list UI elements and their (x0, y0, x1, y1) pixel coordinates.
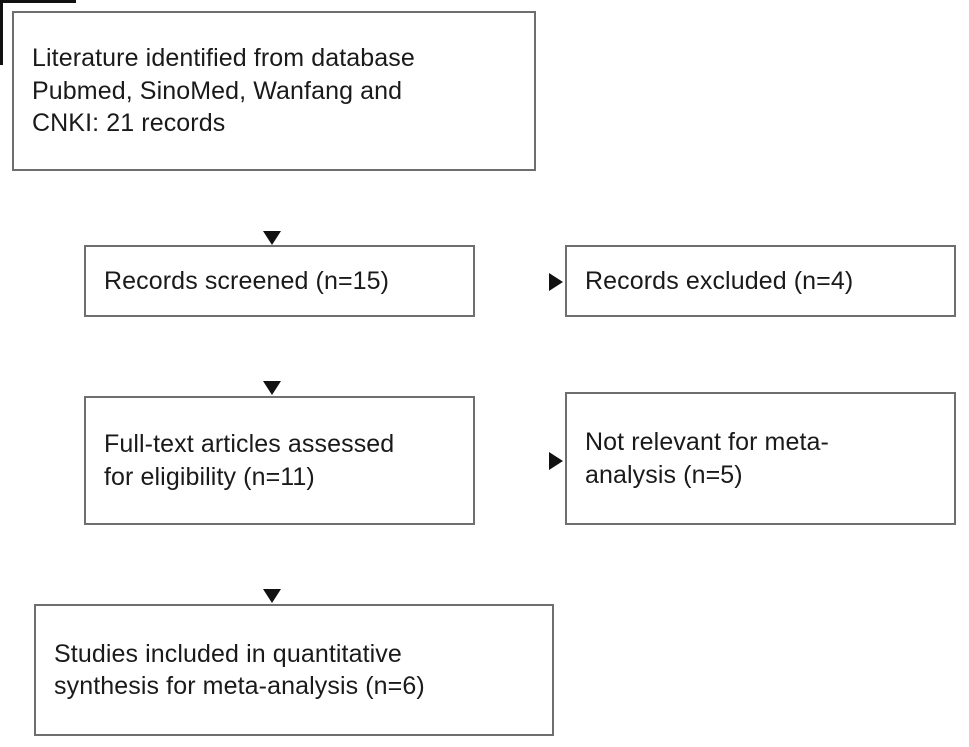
node-records-screened-label: Records screened (n=15) (104, 266, 390, 295)
edge-fulltext-to-not-relevant (0, 0, 563, 470)
node-studies-included: Studies included in quantitative synthes… (34, 604, 554, 736)
edge-line (0, 0, 76, 3)
node-records-screened: Records screened (n=15) (84, 245, 475, 317)
arrow-down-icon (263, 589, 281, 603)
node-identification-label: Literature identified from database Pubm… (32, 44, 415, 138)
node-not-relevant-label: Not relevant for meta- analysis (n=5) (585, 428, 829, 489)
arrow-right-icon (549, 273, 563, 291)
node-identification: Literature identified from database Pubm… (12, 11, 536, 171)
node-records-excluded: Records excluded (n=4) (565, 245, 956, 317)
arrow-down-icon (263, 381, 281, 395)
node-records-excluded-label: Records excluded (n=4) (585, 266, 854, 295)
arrow-right-icon (549, 452, 563, 470)
edge-fulltext-to-included (0, 0, 281, 603)
node-studies-included-label: Studies included in quantitative synthes… (54, 639, 425, 701)
node-not-relevant: Not relevant for meta- analysis (n=5) (565, 392, 956, 525)
node-fulltext-assessed: Full-text articles assessed for eligibil… (84, 396, 475, 525)
edge-line (0, 0, 3, 65)
node-fulltext-assessed-label: Full-text articles assessed for eligibil… (104, 430, 395, 491)
arrow-down-icon (263, 231, 281, 245)
